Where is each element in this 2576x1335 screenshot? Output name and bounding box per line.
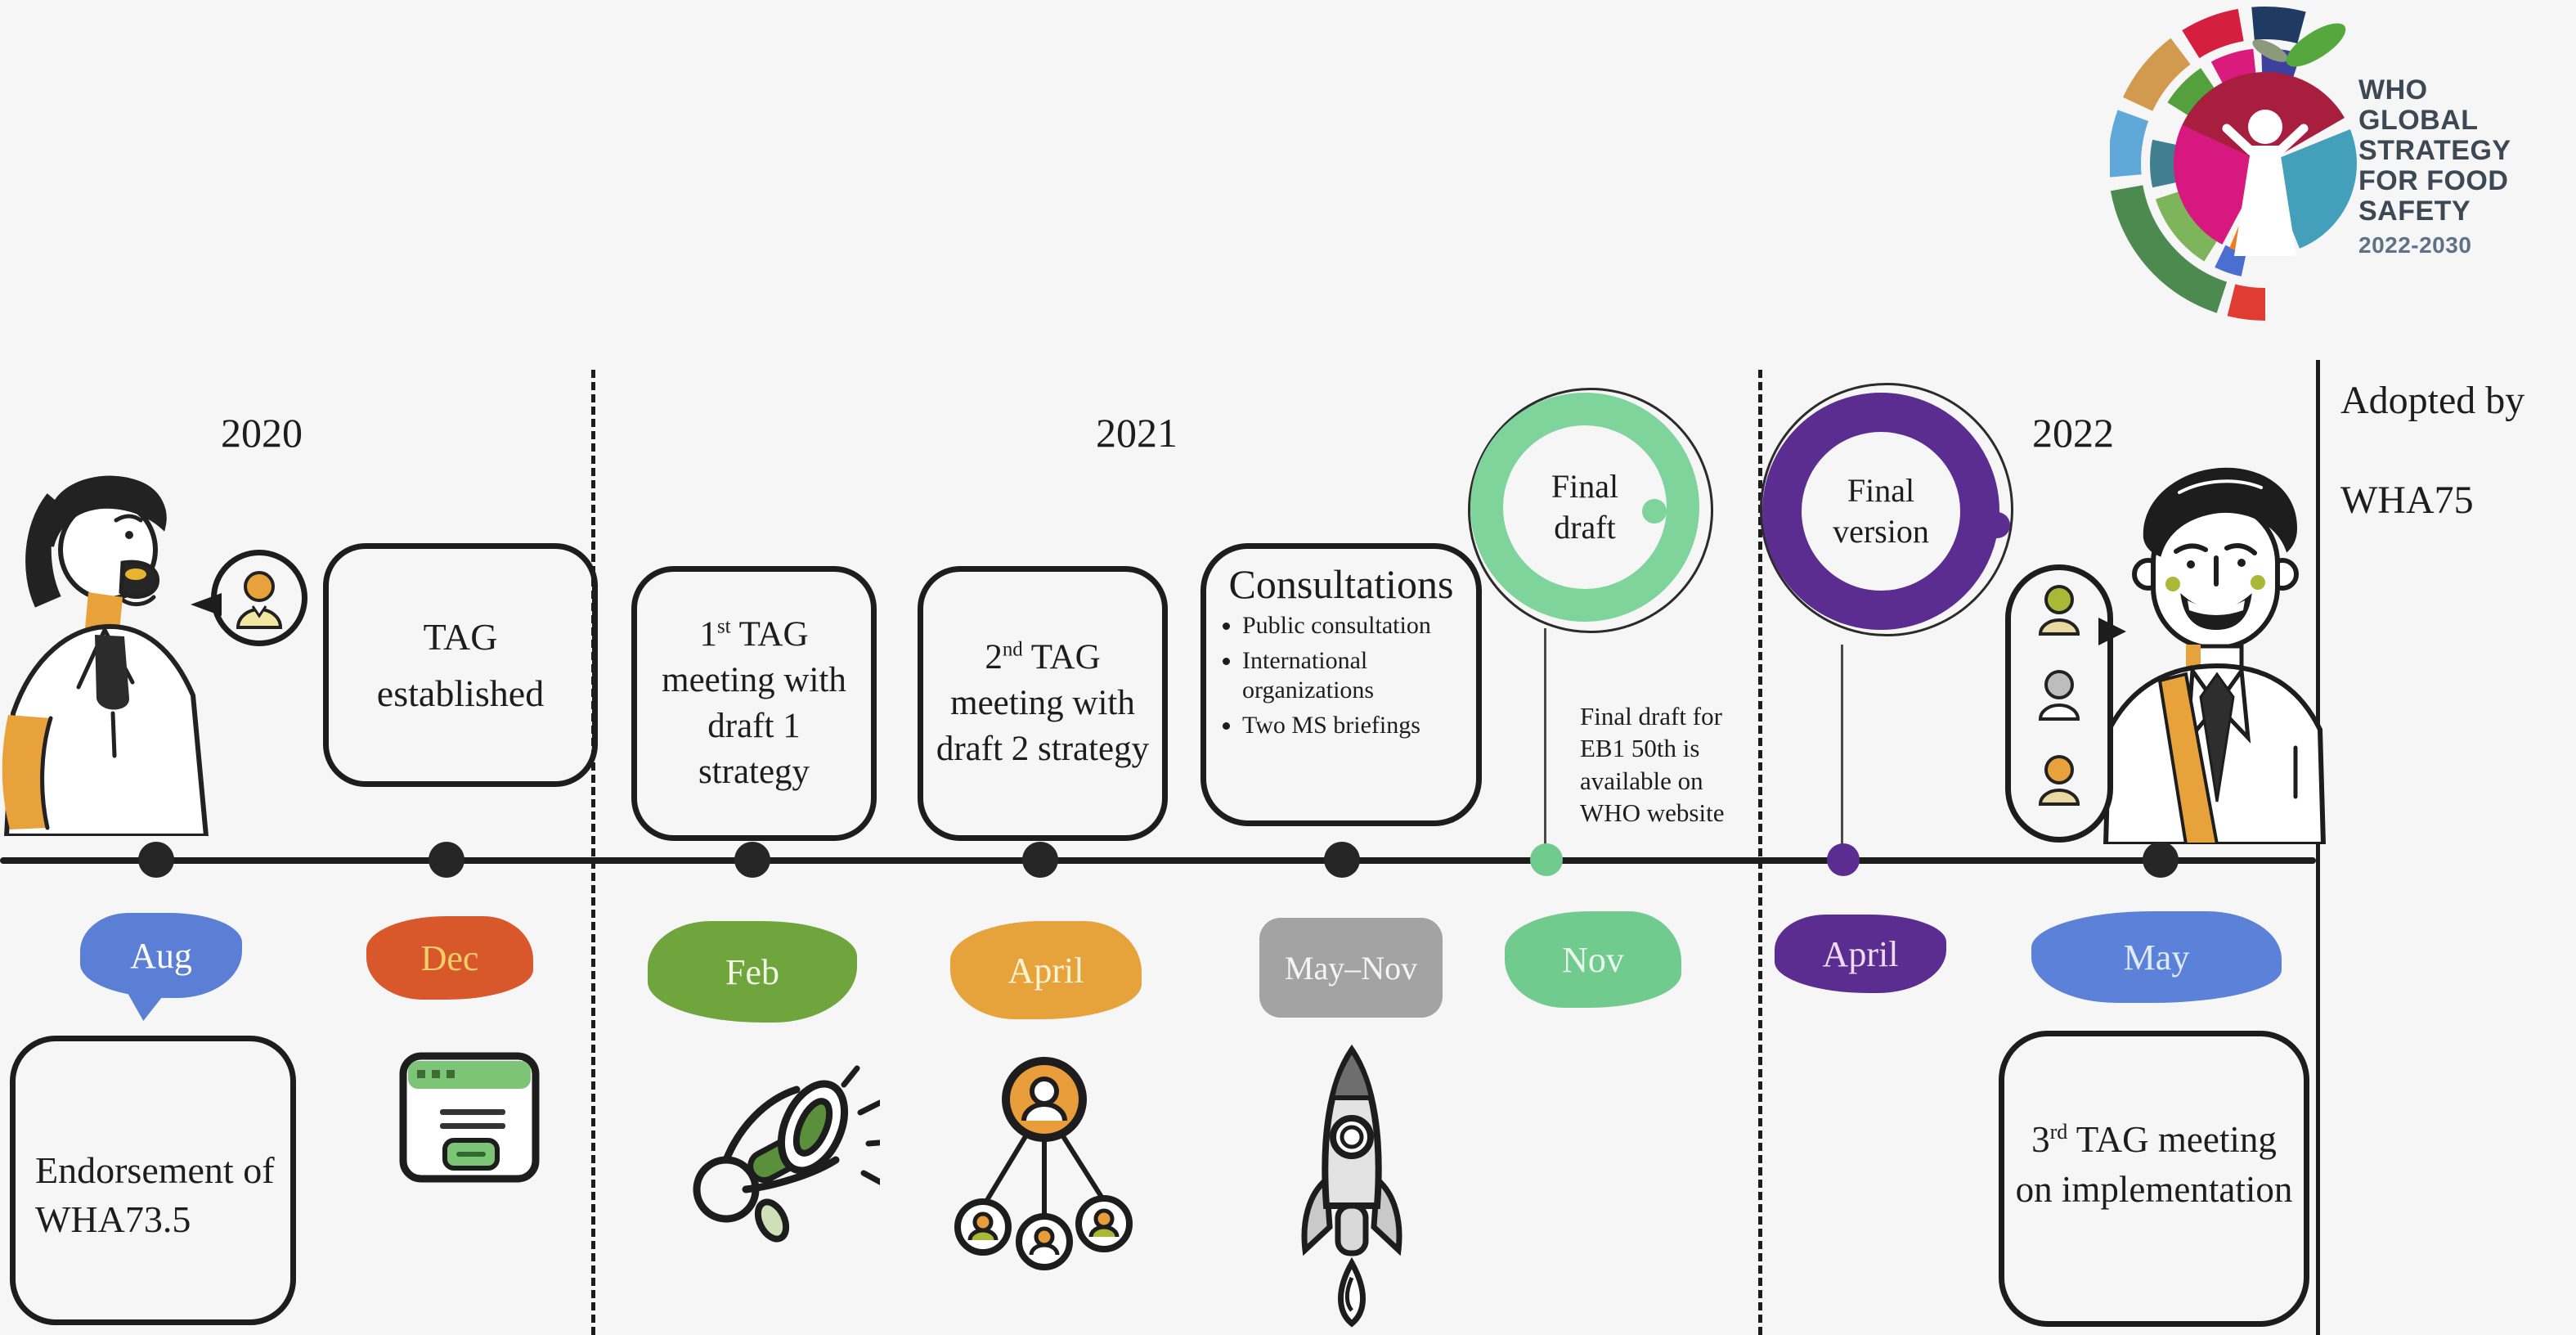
milestone-text: Final version [1833, 472, 1929, 550]
timeline-dot-nov-2021 [1530, 843, 1563, 876]
event-box-tag-meeting-3: 3rd TAG meeting on implementation [1999, 1031, 2309, 1327]
month-label-dec-2020: Dec [366, 916, 533, 1000]
divider-adopted [2316, 360, 2320, 1335]
consultation-item: Public consultation [1242, 611, 1476, 641]
org-chart-icon [954, 1057, 1133, 1270]
user-speech-bubble-icon [191, 550, 307, 646]
consultation-item: Two MS briefings [1242, 711, 1476, 741]
timeline-dot-feb-2021 [734, 842, 770, 878]
event-text: Endorsement of WHA73.5 [35, 1149, 275, 1240]
consultations-list: Public consultation International organi… [1206, 611, 1476, 740]
month-label-may-2022: May [2031, 911, 2282, 1003]
final-draft-note: Final draft for EB1 50th is available on… [1580, 702, 1725, 828]
timeline-dot-dec-2020 [429, 842, 464, 878]
event-text: 1st TAG meeting with draft 1 strategy [662, 615, 846, 791]
month-label-april-2022: April [1775, 915, 1946, 993]
logo-line: STRATEGY [2358, 135, 2511, 166]
consultation-item: International organizations [1242, 646, 1476, 706]
final-version-stem [1841, 645, 1843, 847]
event-box-consultations: Consultations Public consultation Intern… [1200, 543, 1482, 826]
event-box-tag-meeting-2: 2nd TAG meeting with draft 2 strategy [918, 566, 1168, 841]
month-label-maynov-2021: May–Nov [1259, 918, 1443, 1018]
event-text: established [376, 672, 545, 714]
final-draft-stem [1544, 628, 1546, 847]
month-label-aug-2020: Aug [80, 913, 242, 998]
speaker-person-icon [2, 475, 209, 836]
logo-line: GLOBAL [2358, 105, 2479, 136]
month-label-april-2021: April [950, 921, 1142, 1019]
megaphone-icon [693, 1065, 880, 1243]
timeline-dot-aug-2020 [138, 842, 174, 878]
logo-text: WHO GLOBAL STRATEGY FOR FOOD SAFETY 2022… [2358, 75, 2511, 260]
event-box-endorsement: Endorsement of WHA73.5 [10, 1036, 296, 1325]
year-2021: 2021 [1096, 410, 1178, 456]
logo-line: SAFETY [2358, 196, 2471, 227]
final-version-ring-dot [1984, 512, 2010, 538]
adopted-by-line2: WHA75 [2340, 479, 2474, 522]
event-text: 2nd TAG meeting with draft 2 strategy [936, 638, 1150, 768]
divider-2020-2021 [591, 370, 595, 1335]
consultations-title: Consultations [1228, 561, 1454, 607]
event-box-tag-meeting-1: 1st TAG meeting with draft 1 strategy [631, 566, 877, 841]
event-box-tag-established: TAG established [323, 543, 598, 787]
presenter-person-icon [2103, 467, 2327, 844]
month-label-feb-2021: Feb [648, 921, 857, 1023]
who-food-safety-logo [2110, 7, 2363, 321]
adopted-by-line1: Adopted by [2340, 379, 2525, 422]
milestone-final-version: Final version [1762, 393, 1999, 630]
user-icon [236, 571, 283, 629]
timeline-dot-maynov-2021 [1324, 842, 1360, 878]
timeline-dot-april-2021 [1022, 842, 1058, 878]
divider-2021-2022 [1758, 370, 1762, 1335]
milestone-text: Final draft [1551, 468, 1619, 546]
event-text: 3rd TAG meeting on implementation [2015, 1119, 2293, 1210]
timeline-axis [0, 857, 2316, 864]
browser-window-icon [399, 1052, 540, 1183]
logo-line: FOR FOOD [2358, 165, 2509, 196]
final-version-outline [1760, 383, 2013, 636]
team-speech-bubble-icon [2005, 564, 2126, 843]
timeline-dot-may-2022 [2143, 842, 2179, 878]
event-text: TAG [423, 616, 498, 658]
final-draft-outline [1468, 388, 1713, 633]
timeline-dot-april-2022 [1827, 843, 1860, 876]
team-list-icon [2038, 585, 2080, 806]
year-2022: 2022 [2032, 410, 2114, 456]
month-label-nov-2021: Nov [1505, 911, 1681, 1008]
logo-years: 2022-2030 [2358, 232, 2472, 258]
rocket-icon [1301, 1044, 1402, 1328]
logo-line: WHO [2358, 74, 2428, 106]
year-2020: 2020 [221, 410, 303, 456]
final-draft-ring-dot [1642, 499, 1667, 524]
